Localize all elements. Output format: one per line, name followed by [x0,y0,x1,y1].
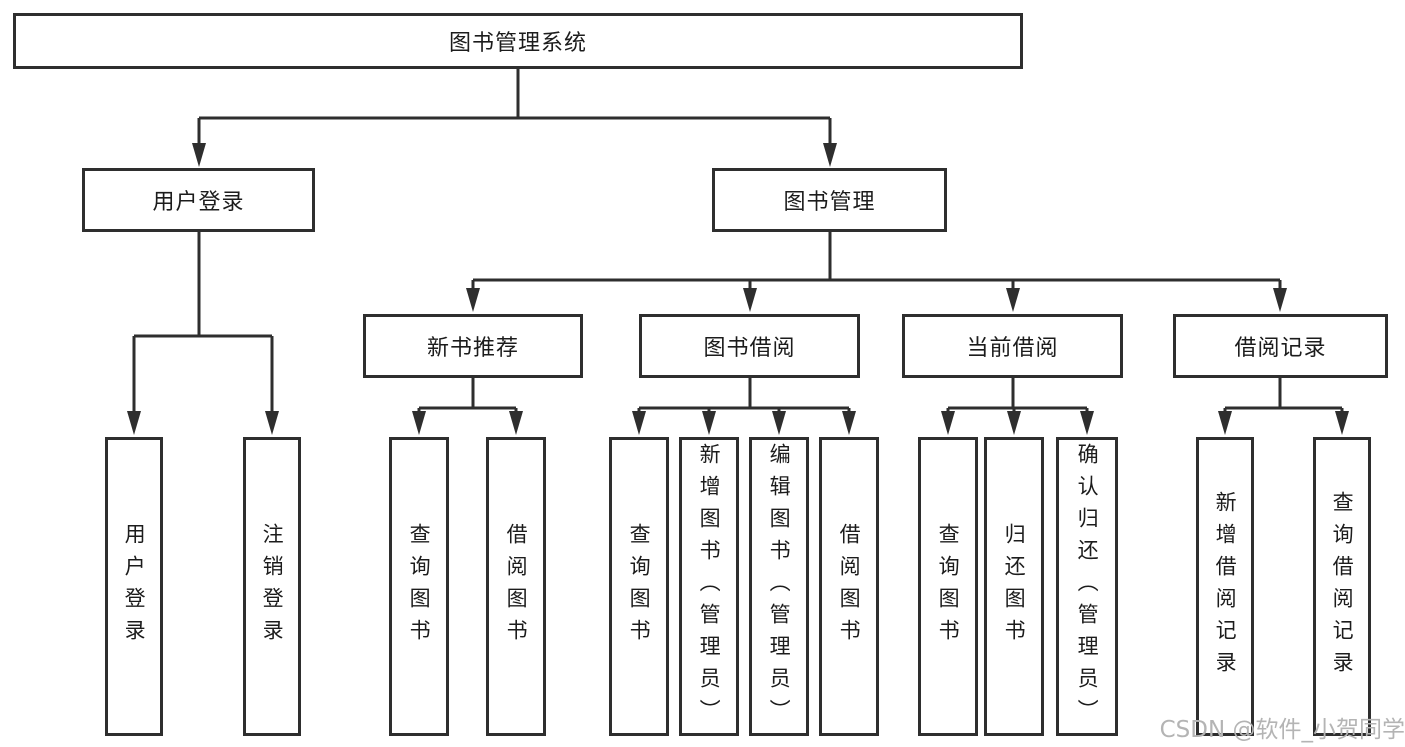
node-user-login: 用户登录 [82,168,315,232]
leaf-user-login: 用户登录 [105,437,163,736]
node-borrow-records: 借阅记录 [1173,314,1388,378]
leaf-query-books-recommend: 查询图书 [389,437,449,736]
node-book-borrow: 图书借阅 [639,314,860,378]
leaf-add-borrow-record: 新增借阅记录 [1196,437,1254,736]
node-root: 图书管理系统 [13,13,1023,69]
leaf-edit-books-admin: 编辑图书（管理员） [749,437,809,736]
leaf-add-books-admin: 新增图书（管理员） [679,437,739,736]
connector-book-borrow [637,378,851,413]
leaf-borrow-books: 借阅图书 [819,437,879,736]
connector-book-management [471,232,1282,291]
leaf-return-books: 归还图书 [984,437,1044,736]
connector-current-borrow [946,378,1089,413]
leaf-borrow-books-recommend: 借阅图书 [486,437,546,736]
node-book-management: 图书管理 [712,168,947,232]
leaf-confirm-return-admin: 确认归还（管理员） [1056,437,1118,736]
connector-user-login [132,232,274,413]
leaf-logout: 注销登录 [243,437,301,736]
leaf-query-books-borrow: 查询图书 [609,437,669,736]
connector-new-book-recommend [417,378,518,413]
node-current-borrow: 当前借阅 [902,314,1123,378]
leaf-query-borrow-record: 查询借阅记录 [1313,437,1371,736]
leaf-query-books-current: 查询图书 [918,437,978,736]
node-new-book-recommend: 新书推荐 [363,314,583,378]
connector-root [197,69,832,145]
connector-borrow-records [1223,378,1344,413]
csdn-watermark: CSDN @软件_小贺同学 [1159,717,1405,743]
